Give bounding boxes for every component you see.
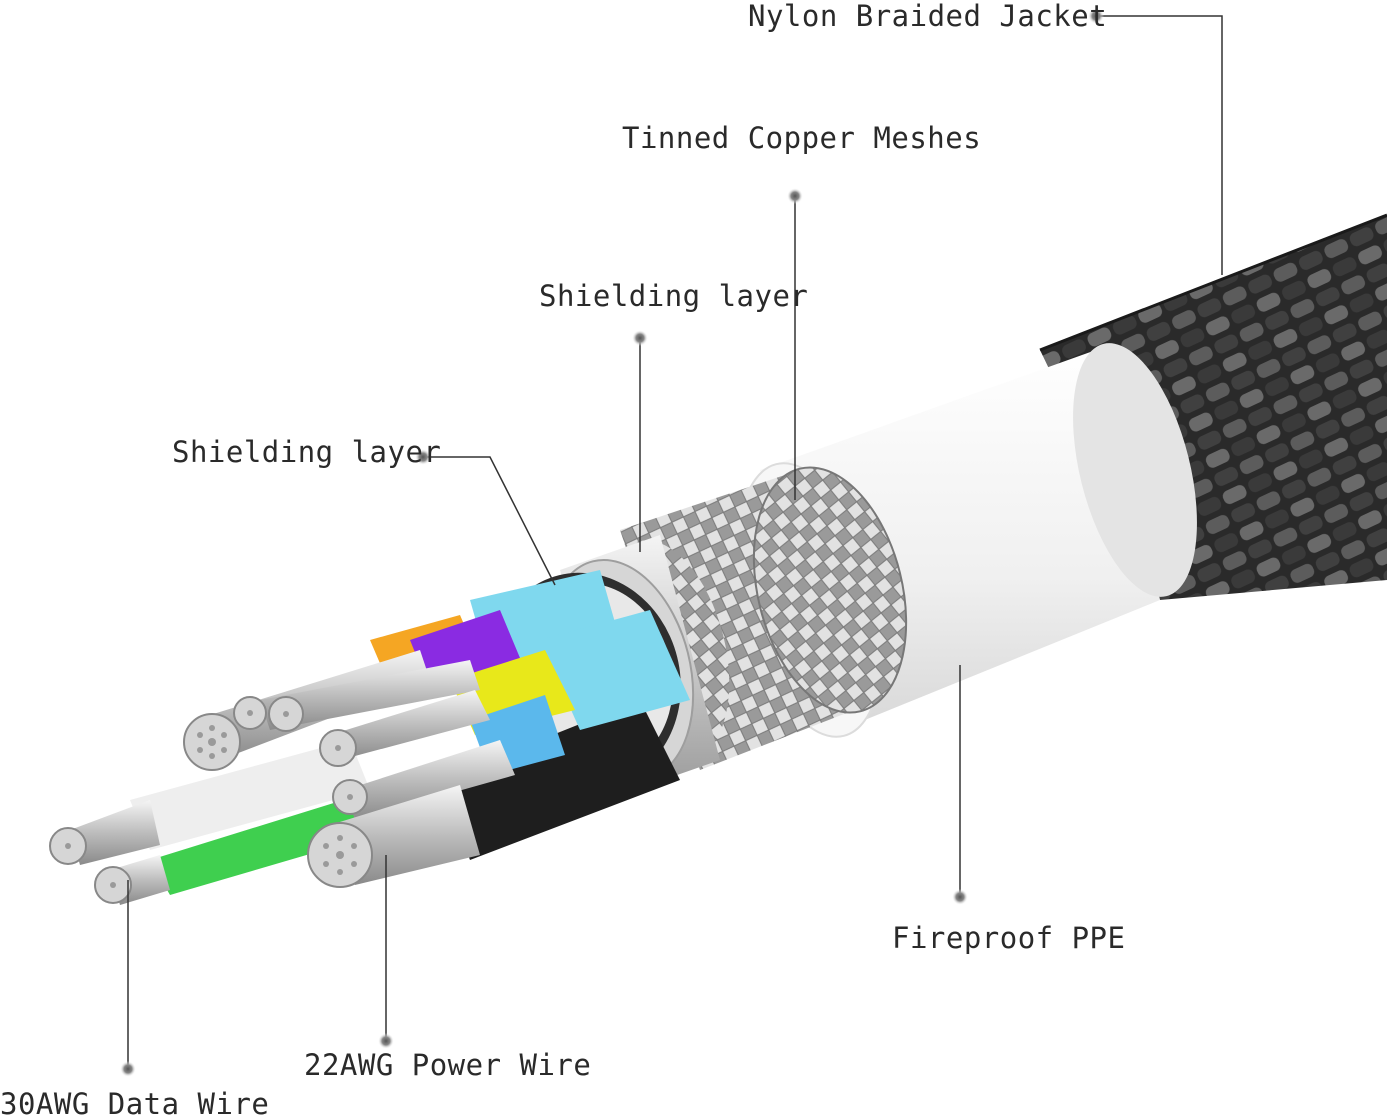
dot-data-wire	[120, 1061, 136, 1077]
label-30awg-data-wire: 30AWG Data Wire	[0, 1087, 270, 1119]
dot-shielding-outer	[632, 330, 648, 346]
dot-fireproof	[952, 889, 968, 905]
dot-nylon-jacket	[1088, 8, 1104, 24]
dot-shielding-inner	[415, 449, 431, 465]
leader-lines	[127, 15, 1223, 1068]
dot-tinned-copper	[787, 188, 803, 204]
copper-strands	[49, 650, 515, 905]
label-fireproof-ppe: Fireproof PPE	[892, 921, 1126, 955]
leader-shielding-inner	[426, 456, 556, 586]
label-tinned-copper-meshes: Tinned Copper Meshes	[622, 121, 982, 155]
label-22awg-power-wire: 22AWG Power Wire	[304, 1048, 592, 1082]
dot-power-wire	[378, 1033, 394, 1049]
label-nylon-braided-jacket: Nylon Braided Jacket	[748, 0, 1108, 33]
label-shielding-layer-inner: Shielding layer	[172, 435, 442, 469]
leader-nylon-jacket	[1100, 15, 1223, 275]
label-shielding-layer-outer: Shielding layer	[539, 279, 809, 313]
leader-dots	[120, 8, 1104, 1077]
